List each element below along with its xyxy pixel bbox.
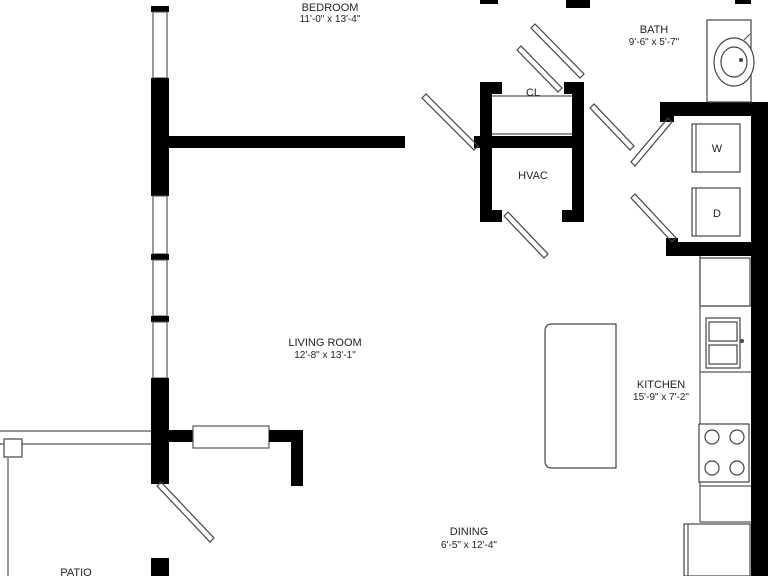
top-wall-fragments xyxy=(480,0,751,8)
dining-partition-walls xyxy=(151,425,303,486)
dryer: D xyxy=(691,187,741,237)
living-room-label: LIVING ROOM xyxy=(288,337,361,349)
patio-railing xyxy=(0,430,151,576)
closet-hvac-walls xyxy=(474,82,584,222)
living-room-dims: 12'-8" x 13'-1" xyxy=(294,350,356,361)
washer: W xyxy=(691,123,741,173)
bath-laundry-walls xyxy=(660,102,768,256)
patio-label: PATIO xyxy=(60,567,92,576)
bath-sink xyxy=(706,19,755,103)
kitchen-dims: 15'-9" x 7'-2" xyxy=(633,392,689,403)
bedroom-dims: 11'-0" x 13'-4" xyxy=(300,14,361,25)
hvac-label: HVAC xyxy=(518,170,548,182)
washer-label: W xyxy=(712,143,723,155)
bedroom-label: BEDROOM xyxy=(302,2,359,14)
kitchen-sink xyxy=(705,317,744,369)
bedroom-partition-wall xyxy=(151,136,405,148)
range xyxy=(698,423,750,483)
refrigerator xyxy=(683,523,751,576)
doors xyxy=(156,23,677,543)
left-exterior-wall xyxy=(151,6,169,576)
kitchen-island xyxy=(544,323,617,469)
kitchen-label: KITCHEN xyxy=(637,379,685,391)
dining-dims: 6'-5" x 12'-4" xyxy=(441,540,497,551)
dryer-label: D xyxy=(713,208,721,220)
bath-label: BATH xyxy=(640,24,669,36)
closet-label: CL xyxy=(526,87,540,99)
dining-label: DINING xyxy=(450,526,489,538)
bath-dims: 9'-6" x 5'-7" xyxy=(629,37,680,48)
right-exterior-wall xyxy=(751,102,768,576)
